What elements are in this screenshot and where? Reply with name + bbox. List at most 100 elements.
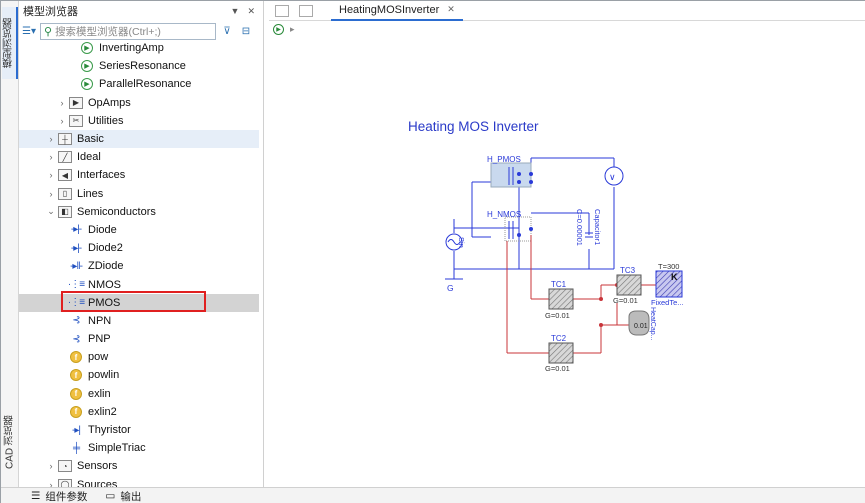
- chevron-right-icon[interactable]: ›: [49, 134, 53, 145]
- fixed-temperature[interactable]: [655, 270, 683, 298]
- tree-item[interactable]: ›▶OpAmps: [19, 94, 259, 112]
- label-k: K: [671, 272, 678, 282]
- tree-item[interactable]: -▸|- Diode: [19, 221, 259, 239]
- doc-tab-label: HeatingMOSInverter: [339, 3, 440, 16]
- voltage-sensor[interactable]: ∨: [604, 166, 624, 186]
- output-tab[interactable]: ▭ 输出: [105, 489, 141, 503]
- label-h-nmos: H_NMOS: [487, 210, 521, 219]
- chevron-right-icon[interactable]: ›: [60, 97, 64, 108]
- ideal-icon: ╱: [57, 150, 73, 164]
- chevron-right-icon[interactable]: ›: [49, 461, 53, 472]
- tree-item[interactable]: ▶SeriesResonance: [19, 57, 259, 75]
- tree-item[interactable]: -▸|-Diode2: [19, 239, 259, 257]
- tree-item[interactable]: › ◀ Interfaces: [19, 166, 259, 184]
- play-circle-icon: ▶: [79, 77, 95, 91]
- list-icon: ☰: [31, 490, 41, 502]
- tab-model-browser[interactable]: 模型浏览器: [2, 7, 18, 79]
- search-input[interactable]: ⚲ 搜索模型浏览器(Ctrl+;): [40, 22, 216, 40]
- heat-capacitor[interactable]: [628, 310, 650, 336]
- chevron-right-icon[interactable]: ›: [49, 479, 53, 490]
- tree-item-label: SeriesResonance: [99, 60, 186, 73]
- tree-item[interactable]: ·⋮≡NMOS: [19, 275, 259, 293]
- chevron-right-icon[interactable]: ›: [49, 152, 53, 163]
- tree-item-label: Ideal: [77, 151, 101, 164]
- chevron-right-icon[interactable]: ›: [49, 188, 53, 199]
- tc2-conductor[interactable]: [548, 342, 574, 364]
- tree-item-label: Diode: [88, 223, 117, 236]
- label-capacitor: Capacitor1: [593, 209, 602, 245]
- tree-item[interactable]: ▶InvertingAmp: [19, 39, 259, 57]
- tree-item-label: Basic: [77, 133, 104, 146]
- semiconductors-icon: ◧: [57, 205, 73, 219]
- close-icon[interactable]: ✕: [247, 5, 255, 16]
- tc1-conductor[interactable]: [548, 288, 574, 310]
- h-nmos-component[interactable]: [504, 216, 533, 242]
- tree-item[interactable]: ⌄◧Semiconductors: [19, 203, 259, 221]
- diagram-canvas[interactable]: Heating MOS Inverter: [269, 37, 865, 487]
- label-tc3: TC3: [620, 266, 636, 275]
- tree-item[interactable]: ⊰ PNP: [19, 330, 259, 348]
- close-tab-icon[interactable]: ✕: [447, 4, 455, 14]
- output-icon: ▭: [105, 490, 116, 502]
- label-h-pmos: H_PMOS: [487, 155, 521, 164]
- label-tc1-g: G=0.01: [545, 311, 570, 320]
- run-icon[interactable]: ▶: [273, 23, 284, 35]
- window-copy-icon[interactable]: [299, 4, 313, 17]
- next-icon[interactable]: ▸: [290, 23, 295, 34]
- tools-icon: ✂: [68, 114, 84, 128]
- tree-item[interactable]: ›◔Sensors: [19, 457, 259, 475]
- npn-icon: ⊰: [72, 315, 80, 327]
- tree-item-label: NPN: [88, 314, 112, 327]
- window-icon[interactable]: [275, 4, 289, 17]
- h-pmos-component[interactable]: [490, 162, 533, 188]
- tree-item[interactable]: ›✂Utilities: [19, 112, 259, 130]
- tree-item[interactable]: -▸|Thyristor: [19, 421, 259, 439]
- nmos-icon: ·⋮≡: [67, 279, 85, 291]
- tree-item[interactable]: ·⋮≡PMOS: [19, 293, 259, 312]
- component-params-tab[interactable]: ☰ 组件参数: [31, 489, 87, 503]
- tab-cad-browser[interactable]: CAD 浏览器: [2, 409, 18, 475]
- tree-item-label: OpAmps: [88, 96, 131, 109]
- tree-item[interactable]: ⊰ NPN: [19, 312, 259, 330]
- bottom-bar: ☰ 组件参数 ▭ 输出: [1, 487, 865, 503]
- label-fixed-temp: FixedTe...: [651, 298, 684, 307]
- filter-icon[interactable]: ⊽: [223, 25, 231, 37]
- tree-item-label: Interfaces: [77, 169, 126, 182]
- output-label: 输出: [120, 490, 142, 503]
- interfaces-icon: ◀: [57, 168, 73, 182]
- view-mode-icon[interactable]: ☰▾: [22, 25, 36, 37]
- lines-icon: ▯: [57, 187, 73, 201]
- tree-item[interactable]: ›┼Basic: [19, 129, 259, 149]
- tree-item-label: Thyristor: [88, 424, 131, 437]
- tree-item[interactable]: › ╱ Ideal: [19, 148, 259, 166]
- tree-item[interactable]: ▶ParallelResonance: [19, 75, 259, 93]
- tc3-conductor[interactable]: [616, 274, 642, 296]
- capacitor-component[interactable]: [585, 232, 593, 238]
- diode-icon: -▸|-: [70, 224, 82, 236]
- chevron-right-icon[interactable]: ›: [60, 115, 64, 126]
- function-icon: f: [68, 350, 84, 364]
- tree-item[interactable]: -▸‖-ZDiode: [19, 257, 259, 275]
- diagram-title: Heating MOS Inverter: [408, 119, 539, 134]
- sin-source[interactable]: [445, 233, 463, 251]
- pnp-icon: ⊰: [72, 333, 80, 345]
- collapse-icon[interactable]: ⊟: [241, 25, 251, 37]
- tree-item-label: powlin: [88, 369, 120, 382]
- chevron-right-icon[interactable]: ›: [49, 170, 53, 181]
- diode-icon: -▸|-: [70, 242, 82, 254]
- chevron-down-icon[interactable]: ⌄: [47, 206, 55, 217]
- pmos-icon: ·⋮≡: [67, 297, 85, 309]
- function-icon: f: [68, 387, 84, 401]
- tree-item[interactable]: ›▯Lines: [19, 185, 259, 203]
- label-tc2: TC2: [551, 334, 567, 343]
- tab-model-browser-label: 模型浏览器: [3, 18, 15, 68]
- dropdown-icon[interactable]: ▼: [230, 5, 240, 16]
- tab-heating-mos-inverter[interactable]: HeatingMOSInverter ✕: [331, 0, 463, 21]
- tree-item[interactable]: ╪SimpleTriac: [19, 439, 259, 457]
- tree-item-label: PNP: [88, 333, 111, 346]
